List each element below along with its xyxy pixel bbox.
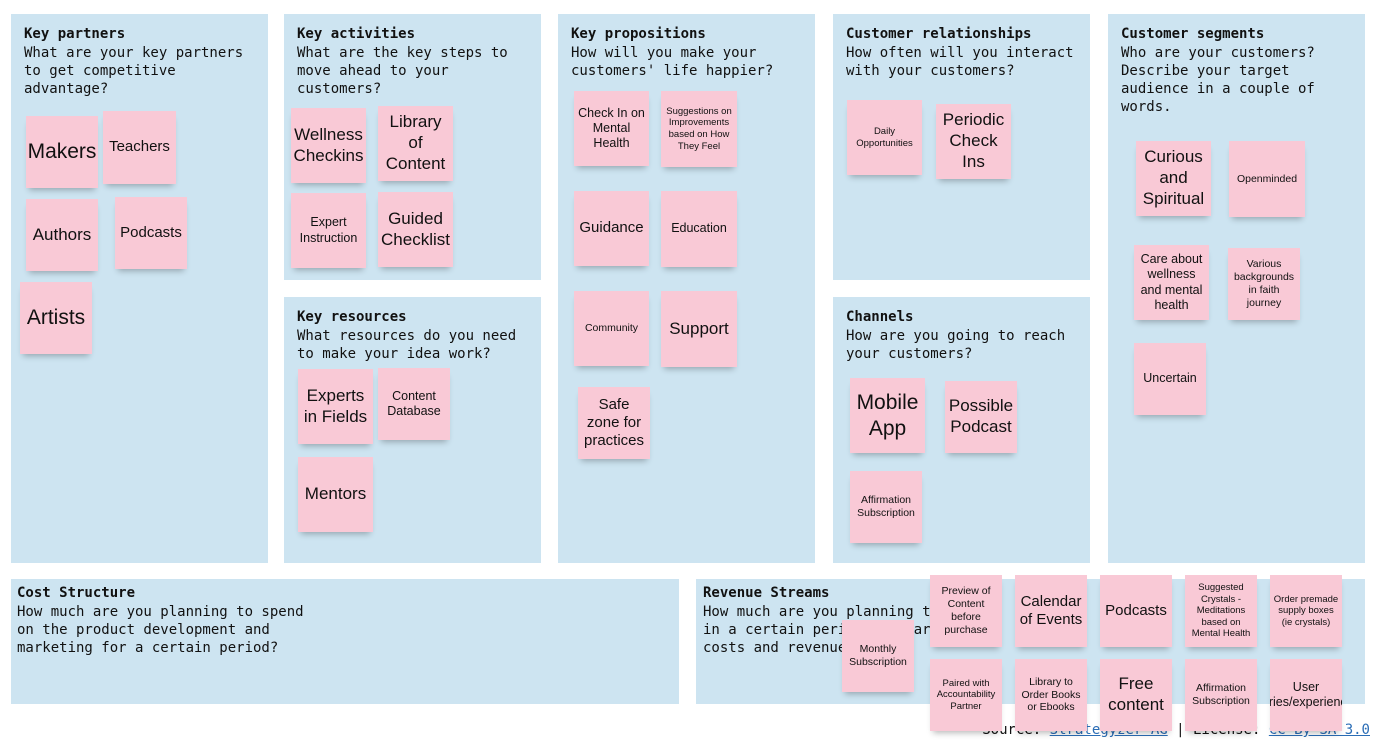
block-title: Customer relationships (846, 26, 1032, 42)
sticky-note[interactable]: Education (661, 191, 737, 267)
sticky-note[interactable]: Experts in Fields (298, 369, 373, 444)
sticky-note[interactable]: Guidance (574, 191, 649, 266)
sticky-note[interactable]: Library to Order Books or Ebooks (1015, 659, 1087, 731)
sticky-note[interactable]: Affirmation Subscription (1185, 659, 1257, 731)
sticky-note[interactable]: Openminded (1229, 141, 1305, 217)
sticky-note[interactable]: Calendar of Events (1015, 575, 1087, 647)
sticky-note[interactable]: Daily Opportunities (847, 100, 922, 175)
block-title: Customer segments (1121, 26, 1265, 42)
sticky-note[interactable]: Content Database (378, 368, 450, 440)
block-title: Key partners (24, 26, 126, 42)
sticky-note[interactable]: Suggested Crystals - Meditations based o… (1185, 575, 1257, 647)
sticky-note[interactable]: Possible Podcast (945, 381, 1017, 453)
sticky-note[interactable]: Periodic Check Ins (936, 104, 1011, 179)
sticky-note[interactable]: Mobile App (850, 378, 925, 453)
cost-structure-block: Cost Structure How much are you planning… (11, 579, 679, 704)
block-title: Revenue Streams (703, 585, 830, 601)
sticky-note[interactable]: User stories/experiences (1270, 659, 1342, 731)
sticky-note[interactable]: Affirmation Subscription (850, 471, 922, 543)
sticky-note[interactable]: Suggestions on Improvements based on How… (661, 91, 737, 167)
sticky-note[interactable]: Authors (26, 199, 98, 271)
block-description: How often will you interact with your cu… (846, 45, 1074, 79)
block-title: Cost Structure (17, 585, 136, 601)
block-description: How will you make your customers' life h… (571, 45, 774, 79)
sticky-note[interactable]: Preview of Content before purchase (930, 575, 1002, 647)
sticky-note[interactable]: Artists (20, 282, 92, 354)
sticky-note[interactable]: Support (661, 291, 737, 367)
sticky-note[interactable]: Paired with Accountability Partner (930, 659, 1002, 731)
sticky-note[interactable]: Uncertain (1134, 343, 1206, 415)
sticky-note[interactable]: Curious and Spiritual (1136, 141, 1211, 216)
sticky-note[interactable]: Library of Content (378, 106, 453, 181)
block-title: Key resources (297, 309, 407, 325)
block-description: How are you going to reach your customer… (846, 328, 1066, 362)
block-description: Who are your customers? Describe your ta… (1121, 45, 1315, 115)
sticky-note[interactable]: Expert Instruction (291, 193, 366, 268)
sticky-note[interactable]: Safe zone for practices (578, 387, 650, 459)
sticky-note[interactable]: Order premade supply boxes (ie crystals) (1270, 575, 1342, 647)
sticky-note[interactable]: Mentors (298, 457, 373, 532)
block-description: What are your key partners to get compet… (24, 45, 244, 97)
block-description: What are the key steps to move ahead to … (297, 45, 508, 97)
block-description: How much are you planning to spend on th… (17, 604, 304, 656)
sticky-note[interactable]: Podcasts (115, 197, 187, 269)
block-title: Key activities (297, 26, 416, 42)
sticky-note[interactable]: Guided Checklist (378, 192, 453, 267)
key-propositions-block: Key propositions How will you make your … (558, 14, 815, 563)
sticky-note[interactable]: Community (574, 291, 649, 366)
sticky-note[interactable]: Check In on Mental Health (574, 91, 649, 166)
sticky-note[interactable]: Wellness Checkins (291, 108, 366, 183)
block-title: Key propositions (571, 26, 706, 42)
sticky-note[interactable]: Makers (26, 116, 98, 188)
block-title: Channels (846, 309, 914, 325)
sticky-note[interactable]: Monthly Subscription (842, 620, 914, 692)
key-partners-block: Key partners What are your key partners … (11, 14, 268, 563)
block-description: What resources do you need to make your … (297, 328, 517, 362)
sticky-note[interactable]: Teachers (103, 111, 176, 184)
sticky-note[interactable]: Care about wellness and mental health (1134, 245, 1209, 320)
sticky-note[interactable]: Free content (1100, 659, 1172, 731)
sticky-note[interactable]: Various backgrounds in faith journey (1228, 248, 1300, 320)
sticky-note[interactable]: Podcasts (1100, 575, 1172, 647)
